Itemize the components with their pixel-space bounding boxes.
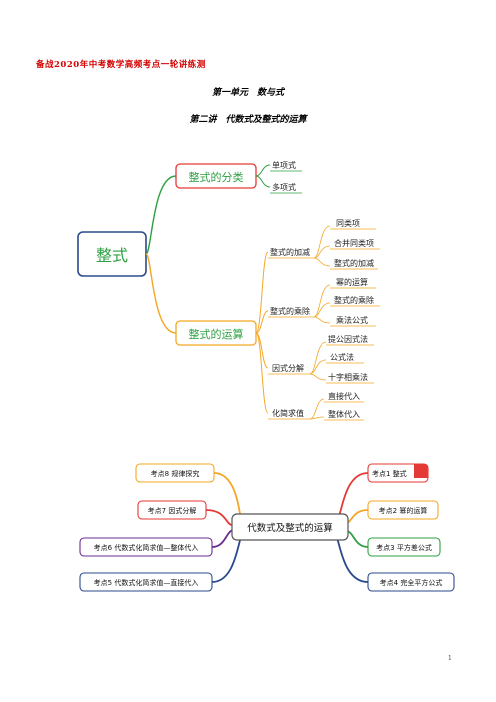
group-label: 化简求值	[272, 408, 304, 418]
class-item-label: 单项式	[272, 160, 296, 170]
left-node-label: 考点6 代数式化简求值—整体代入	[94, 543, 199, 552]
connector-left-2	[205, 509, 233, 526]
connector-right-3	[345, 530, 369, 548]
header-year: 2020	[54, 60, 80, 70]
connector-item	[313, 257, 331, 267]
mindmap-exam-points: 代数式及整式的运算 考点8 规律探究 考点7 因式分解 考点6 代数式化简求值—…	[79, 463, 455, 592]
connector-group	[255, 332, 269, 369]
connector-item	[309, 416, 325, 420]
connector-group	[255, 251, 269, 334]
left-node-box	[79, 572, 213, 592]
connector-item	[309, 373, 327, 381]
root-node-label: 整式	[96, 246, 128, 265]
connector-group	[255, 332, 269, 414]
left-node-label: 考点8 规律探究	[151, 469, 200, 478]
left-node-box	[79, 537, 213, 557]
class-item-label: 多项式	[272, 182, 296, 192]
connector-item	[313, 245, 331, 259]
mindmap-integral: 整式 整式的分类 单项式 多项式 整式的运算 整式的加减	[77, 160, 380, 421]
operations-label: 整式的运算	[189, 327, 244, 341]
left-node-box	[137, 500, 207, 520]
unit-title: 第一单元 数与式	[211, 88, 284, 98]
left-node-box	[135, 463, 215, 483]
connector-left-3	[211, 529, 235, 548]
header-suffix: 年中考数学高频考点一轮讲练测	[79, 60, 206, 70]
item-label: 十字相乘法	[328, 372, 368, 382]
right-node-box	[367, 537, 441, 557]
connector-classification	[145, 175, 177, 255]
right-node-label: 考点4 完全平方公式	[380, 578, 443, 587]
item-label: 幂的运算	[336, 277, 368, 287]
connector-item	[309, 359, 327, 375]
left-node-label: 考点7 因式分解	[148, 506, 197, 515]
right-node-label: 考点1 整式	[372, 469, 407, 478]
header-line: 备战2020年中考数学高频考点一轮讲练测	[36, 58, 206, 70]
right-node-box	[367, 572, 455, 592]
center-node-box	[231, 513, 349, 541]
flag-icon	[414, 464, 428, 478]
item-label: 整式的加减	[334, 258, 374, 268]
right-node-label: 考点3 平方差公式	[376, 543, 432, 552]
item-label: 乘法公式	[336, 315, 368, 325]
center-node-label: 代数式及整式的运算	[247, 522, 333, 534]
lecture-title: 第二讲 代数式及整式的运算	[189, 115, 307, 125]
item-label: 整式的乘除	[334, 295, 374, 305]
connector-group	[255, 310, 269, 334]
connector-class-item	[255, 175, 271, 188]
item-label: 提公因式法	[328, 334, 368, 344]
header-prefix: 备战	[36, 60, 55, 70]
item-label: 公式法	[330, 352, 354, 362]
right-node-box	[367, 500, 439, 520]
connector-item	[309, 341, 327, 375]
connector-item	[313, 316, 331, 324]
item-label: 整体代入	[328, 409, 360, 419]
connector-item	[313, 284, 331, 318]
connector-item	[313, 302, 331, 318]
item-label: 直接代入	[328, 391, 360, 401]
group-label: 因式分解	[272, 363, 304, 373]
connector-operations	[145, 253, 177, 334]
item-label: 同类项	[336, 218, 360, 228]
connector-right-2	[345, 509, 369, 524]
left-node-label: 考点5 代数式化简求值—直接代入	[94, 578, 199, 587]
connector-class-item	[255, 164, 271, 177]
group-label: 整式的加减	[270, 247, 310, 257]
classification-label: 整式的分类	[189, 170, 244, 184]
item-label: 合并同类项	[334, 238, 374, 248]
page-number: 1	[448, 655, 452, 662]
group-label: 整式的乘除	[270, 306, 310, 316]
connector-item	[309, 398, 325, 420]
connector-item	[313, 225, 331, 259]
right-node-label: 考点2 幂的运算	[379, 506, 428, 515]
